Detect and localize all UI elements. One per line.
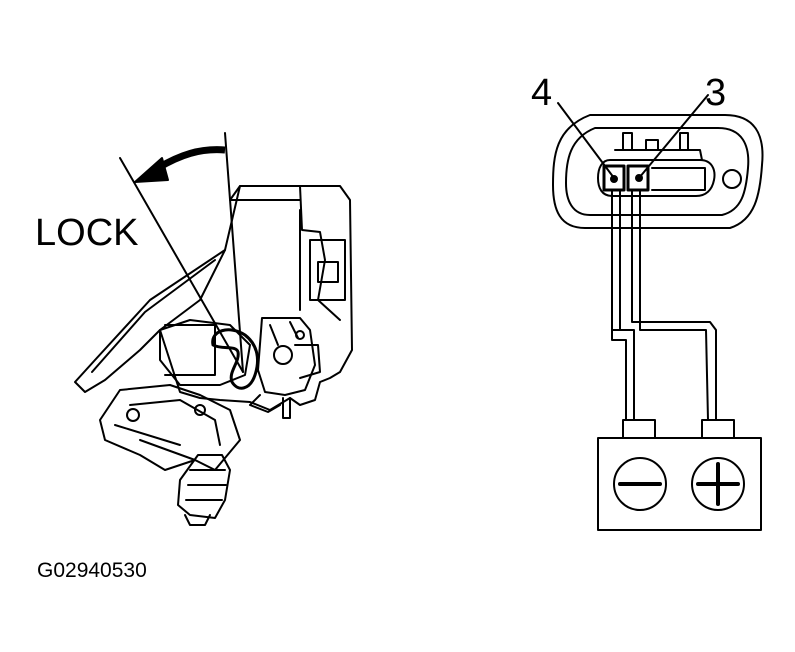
housing-side-panel bbox=[309, 239, 346, 301]
negative-circle bbox=[613, 457, 667, 511]
lever-tab bbox=[294, 344, 321, 379]
leader-line-3 bbox=[638, 94, 709, 179]
lock-lever-wire bbox=[211, 328, 259, 390]
latch-plate bbox=[159, 319, 251, 386]
connector-ribs bbox=[185, 469, 227, 501]
battery-body bbox=[597, 437, 762, 531]
connector-and-battery bbox=[552, 94, 764, 531]
pin-label-3: 3 bbox=[705, 72, 726, 114]
battery-terminal-negative bbox=[622, 419, 656, 439]
battery-negative-symbol bbox=[613, 457, 667, 511]
lever-pivot-assembly bbox=[257, 317, 316, 396]
connector-tip bbox=[184, 514, 211, 526]
connector-tab-mid bbox=[645, 139, 659, 151]
lock-label: LOCK bbox=[35, 212, 138, 254]
connector-housing-outer bbox=[552, 114, 764, 229]
lever-pin bbox=[282, 397, 291, 419]
arrow-arc bbox=[156, 146, 226, 172]
rotation-direction-arrow bbox=[134, 146, 226, 183]
connector-mount-hole bbox=[722, 169, 742, 189]
battery-positive-symbol bbox=[691, 457, 745, 511]
motor-screw bbox=[126, 408, 140, 422]
motor-body-rib-1 bbox=[114, 424, 181, 446]
connector-tab-right bbox=[679, 132, 689, 151]
latch-arm bbox=[74, 249, 226, 393]
latch-arm-inner bbox=[91, 259, 216, 373]
actuator-connector bbox=[177, 454, 231, 519]
motor-body-rib-2 bbox=[139, 439, 196, 461]
terminal-3 bbox=[626, 164, 650, 192]
connector-terminal-cavity bbox=[597, 159, 716, 197]
leader-line-4 bbox=[557, 102, 615, 179]
figure-id: G02940530 bbox=[37, 559, 147, 582]
lever-pivot bbox=[273, 345, 293, 365]
latch-block bbox=[164, 324, 216, 376]
test-lead-positive bbox=[631, 189, 717, 421]
motor-body-inner bbox=[129, 399, 221, 446]
housing-slot bbox=[317, 261, 339, 283]
arrow-head bbox=[134, 157, 169, 183]
test-lead-negative bbox=[611, 189, 635, 421]
door-lock-actuator-illustration bbox=[74, 132, 353, 526]
lever-detail bbox=[249, 394, 281, 413]
motor-screw-2 bbox=[194, 404, 206, 416]
connector-top-ridge bbox=[614, 149, 703, 161]
lever-link bbox=[269, 321, 299, 346]
positive-circle bbox=[691, 457, 745, 511]
terminal-4 bbox=[602, 164, 626, 192]
housing-inner-edge bbox=[299, 185, 341, 321]
housing-top-ridge bbox=[229, 185, 301, 201]
actuator-motor-body bbox=[99, 384, 241, 471]
pin-label-4: 4 bbox=[531, 72, 552, 114]
terminal-slot bbox=[651, 167, 706, 191]
connector-tab-left bbox=[622, 132, 633, 151]
connector-housing-inner bbox=[565, 127, 750, 216]
rotation-guide-line-left bbox=[119, 157, 244, 373]
battery-terminal-positive bbox=[701, 419, 735, 439]
